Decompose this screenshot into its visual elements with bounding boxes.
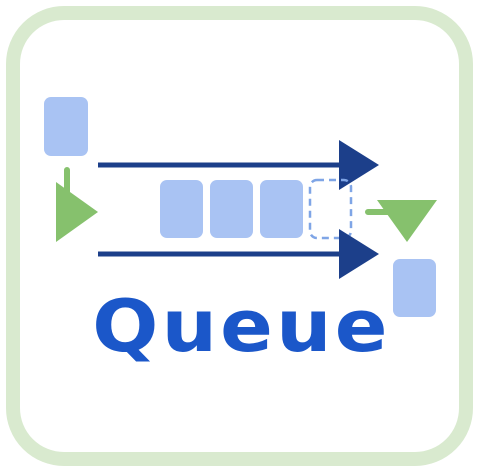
incoming-element xyxy=(44,97,88,156)
queue-element xyxy=(160,180,203,238)
empty-slot xyxy=(308,178,353,240)
diagram-title: Queue xyxy=(92,284,391,368)
outgoing-element xyxy=(393,259,436,317)
enqueue-arrow-icon xyxy=(56,167,98,242)
queue-element xyxy=(210,180,253,238)
dequeue-arrow-icon xyxy=(365,200,437,242)
queue-element xyxy=(260,180,303,238)
